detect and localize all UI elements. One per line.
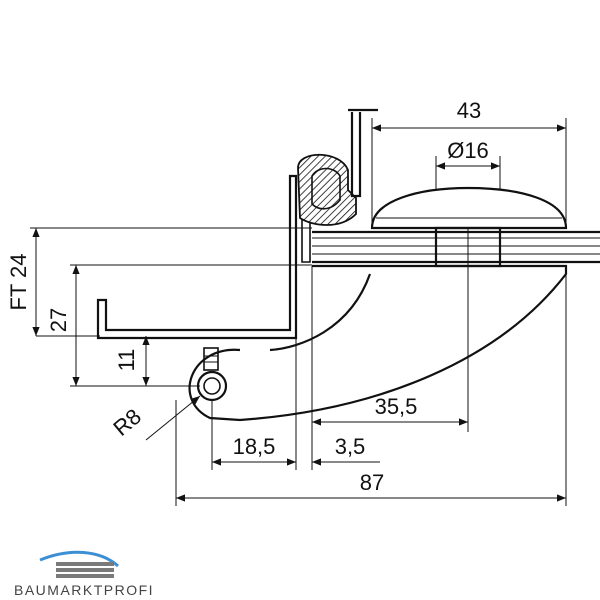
dim-diameter: Ø16	[447, 138, 489, 163]
dim-offset-3: 3,5	[335, 434, 366, 459]
dim-height: 27	[46, 308, 71, 332]
dimension-lines	[32, 118, 567, 506]
hinge-arm	[239, 264, 568, 422]
dim-radius: R8	[108, 404, 146, 441]
pivot-knuckle	[188, 347, 241, 422]
frame-profile	[96, 108, 378, 340]
dim-height-small: 11	[114, 349, 139, 372]
reference-lines	[30, 227, 312, 387]
dim-width-top: 43	[457, 98, 481, 123]
dim-offset-35: 35,5	[375, 394, 418, 419]
brand-logo-icon	[39, 550, 119, 578]
brand-name: BAUMARKTPROFI	[14, 582, 155, 598]
dim-offset-18: 18,5	[233, 434, 276, 459]
dim-ft: FT 24	[6, 253, 31, 310]
glass-panel	[312, 230, 600, 264]
dim-width-total: 87	[360, 470, 384, 495]
